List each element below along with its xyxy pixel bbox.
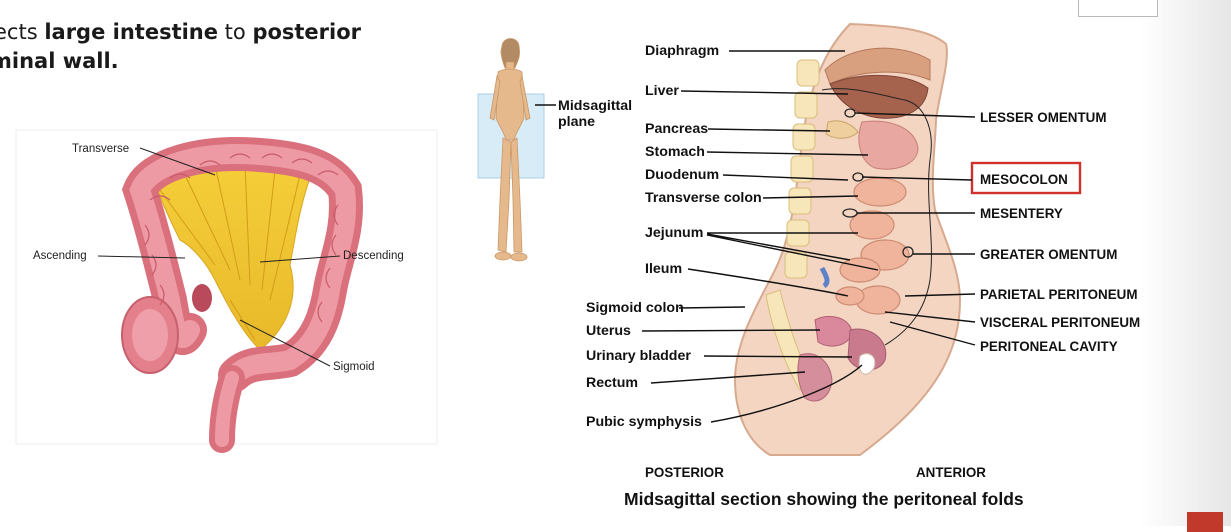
label-jejunum: Jejunum: [645, 225, 703, 241]
slide-text-line-1: ects large intestine to posterior: [0, 20, 362, 44]
leader-mesocolon: [861, 176, 973, 181]
leader-uterus: [641, 329, 821, 332]
label-ascending: Ascending: [33, 250, 87, 262]
label-diaphragm: Diaphragm: [645, 43, 719, 59]
label-ileum: Ileum: [645, 261, 682, 277]
label-midsagittal: Midsagittal: [558, 98, 632, 114]
label-uterus: Uterus: [586, 323, 631, 339]
label-rectum: Rectum: [586, 375, 638, 391]
leader-parietal-peritoneum: [904, 293, 976, 297]
label-mesentery: MESENTERY: [980, 206, 1063, 221]
leader-transverse-colon: [762, 195, 859, 199]
label-pubic-symphysis: Pubic symphysis: [586, 414, 702, 430]
label-pancreas: Pancreas: [645, 121, 708, 137]
label-sigmoid-colon: Sigmoid colon: [586, 300, 684, 316]
bladder-region: [847, 328, 887, 371]
peritoneal-lining: [821, 88, 932, 346]
intestine-loops: [835, 177, 910, 315]
leader-urinary-bladder: [703, 355, 853, 358]
leader-peritoneal-cavity: [889, 321, 976, 346]
label-visceral-peritoneum: VISCERAL PERITONEUM: [980, 315, 1140, 330]
label-greater-omentum: GREATER OMENTUM: [980, 247, 1117, 262]
label-peritoneal-cavity: PERITONEAL CAVITY: [980, 339, 1118, 354]
rectum-shape: [797, 353, 833, 402]
label-transverse-colon: Transverse colon: [645, 190, 762, 206]
diaphragm-shape: [824, 47, 931, 85]
label-sigmoid: Sigmoid: [333, 361, 375, 373]
leader-descending: [259, 255, 341, 263]
label-plane: plane: [558, 114, 595, 130]
leader-jejunum: [706, 232, 879, 271]
pubic-symphysis-shape: [858, 353, 876, 375]
label-parietal-peritoneum: PARIETAL PERITONEUM: [980, 287, 1137, 302]
leader-visceral-peritoneum: [884, 311, 976, 323]
colon-tube: [121, 137, 363, 453]
label-lesser-omentum: LESSER OMENTUM: [980, 110, 1106, 125]
mesocolon-highlight-box: [970, 161, 1082, 195]
leader-transverse: [139, 147, 216, 176]
pancreas-shape: [825, 120, 859, 139]
leader-pancreas: [707, 128, 831, 132]
slide-corner-box: [1078, 0, 1158, 17]
slide-body-text: ects large intestine to posterior minal …: [0, 18, 420, 76]
colon-haustra: [144, 153, 339, 323]
label-stomach: Stomach: [645, 144, 705, 160]
leader-duodenum: [722, 174, 849, 181]
human-figure: [489, 38, 531, 262]
leader-sigmoid: [239, 319, 331, 367]
label-duodenum: Duodenum: [645, 167, 719, 183]
leader-pubic-symphysis: [710, 364, 863, 423]
label-liver: Liver: [645, 83, 679, 99]
label-anterior: ANTERIOR: [916, 465, 986, 480]
figure-caption: Midsagittal section showing the peritone…: [624, 489, 1024, 509]
label-urinary-bladder: Urinary bladder: [586, 348, 691, 364]
slide-text-line-2: minal wall.: [0, 49, 119, 73]
label-transverse: Transverse: [72, 143, 129, 155]
slide-edge-shade: [1140, 0, 1231, 526]
leader-stomach: [706, 151, 869, 156]
label-mesocolon: MESOCOLON: [980, 172, 1068, 187]
leader-liver: [680, 90, 849, 95]
stomach-shape: [858, 120, 919, 170]
leader-lesser-omentum: [854, 112, 976, 118]
mesentery-folds: [159, 164, 301, 341]
leader-sigmoid-colon: [678, 306, 746, 309]
label-descending: Descending: [343, 250, 404, 262]
leader-ileum: [687, 268, 849, 297]
vessel: [819, 266, 830, 289]
leader-rectum: [650, 371, 806, 384]
leader-ascending: [97, 255, 186, 259]
label-posterior: POSTERIOR: [645, 465, 724, 480]
